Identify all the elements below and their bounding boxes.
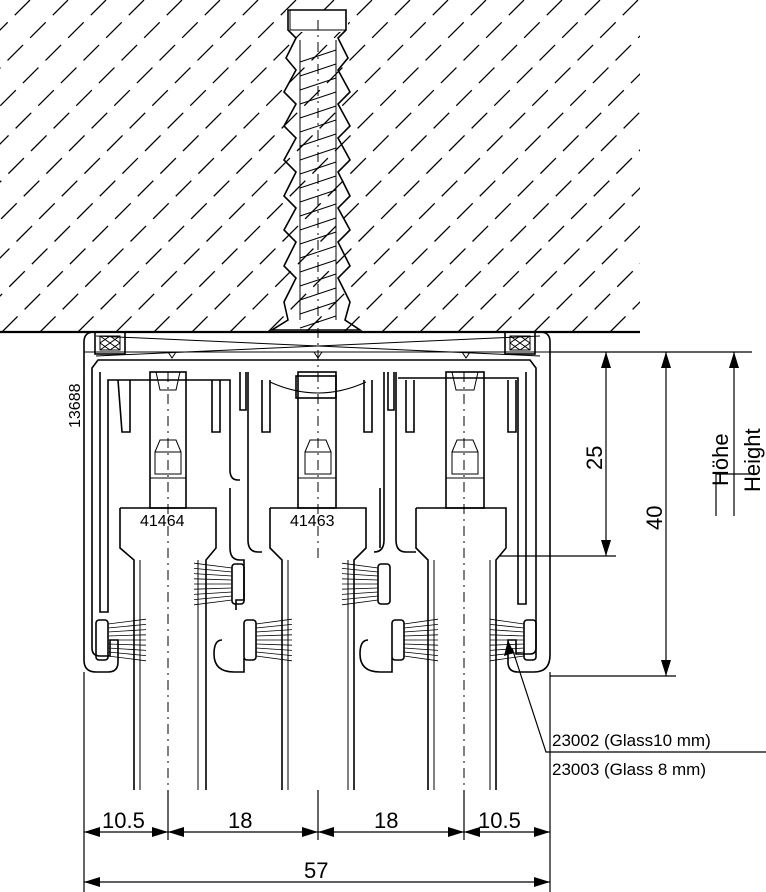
carriage-right bbox=[405, 371, 517, 840]
profile-part-number: 13688 bbox=[67, 383, 84, 428]
dim-total-width: 57 bbox=[304, 858, 328, 883]
ceiling-seal-left bbox=[94, 331, 126, 355]
brush-seals bbox=[95, 562, 537, 673]
anchor-dowel bbox=[269, 9, 363, 560]
dim-inner-height: 25 bbox=[582, 446, 607, 470]
seal-part-glass8: 23003 (Glass 8 mm) bbox=[552, 760, 706, 779]
dim-left-margin: 10.5 bbox=[102, 808, 145, 833]
wall-hatching bbox=[0, 0, 640, 332]
carriage-left bbox=[117, 371, 221, 840]
annotations: 13688 41464 41463 23002 (Glass10 mm) 230… bbox=[67, 383, 765, 883]
dim-right-spacing: 18 bbox=[374, 808, 398, 833]
dim-left-spacing: 18 bbox=[228, 808, 252, 833]
ceiling-wall bbox=[0, 0, 640, 334]
track-profile bbox=[83, 331, 551, 673]
carriage-center bbox=[261, 371, 373, 790]
seal-part-glass10: 23002 (Glass10 mm) bbox=[552, 731, 711, 750]
height-label-en: Height bbox=[740, 428, 765, 492]
height-label-de: Höhe bbox=[708, 433, 733, 486]
screw-thread bbox=[299, 49, 337, 329]
center-part-number: 41463 bbox=[290, 513, 335, 530]
dim-total-height: 40 bbox=[642, 506, 667, 530]
dim-right-margin: 10.5 bbox=[478, 808, 521, 833]
dimension-lines bbox=[83, 351, 766, 892]
left-part-number: 41464 bbox=[140, 513, 185, 530]
ceiling-seal-right bbox=[504, 331, 536, 355]
